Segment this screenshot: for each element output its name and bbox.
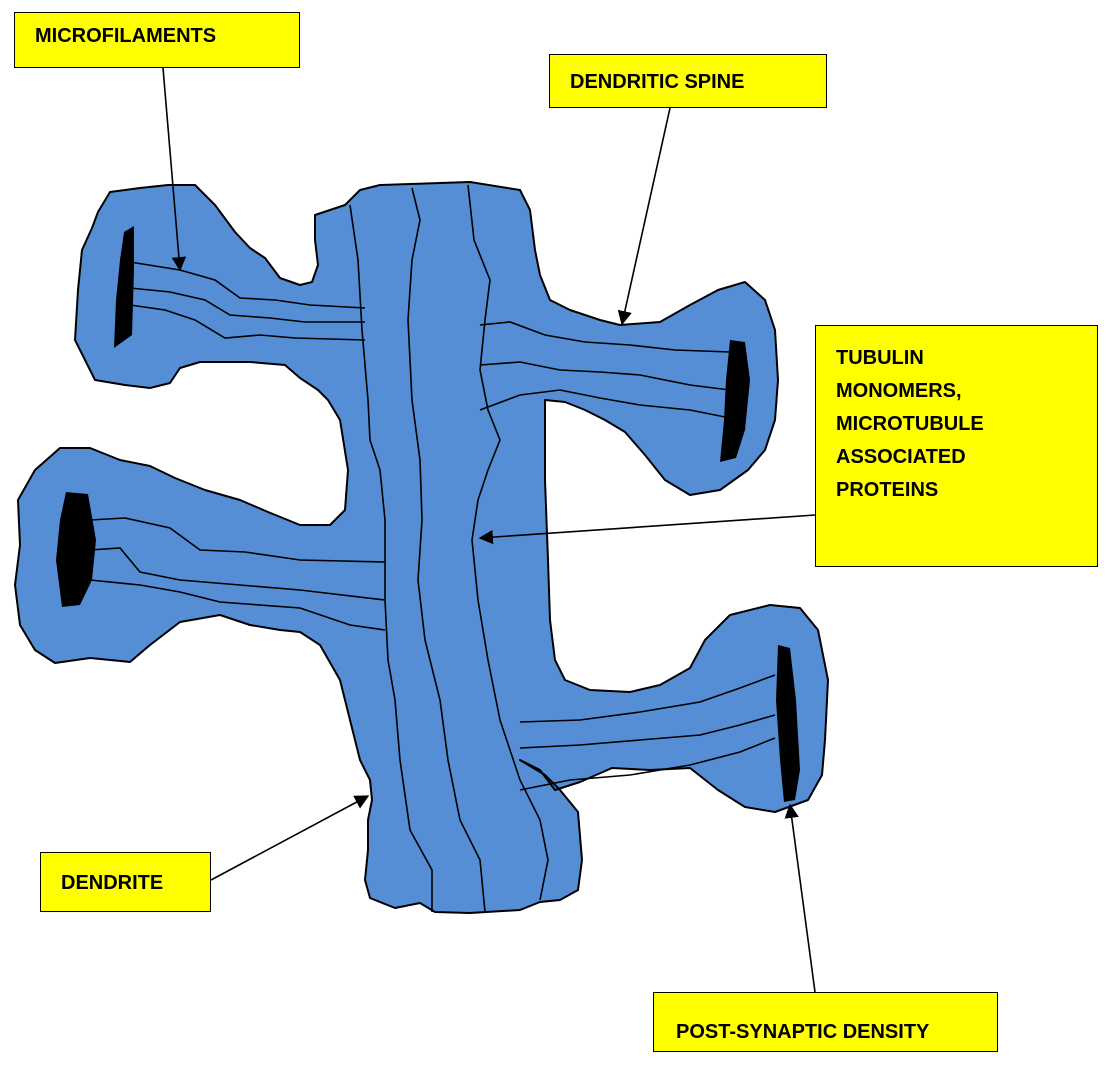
arrow-post-synaptic-density [790,805,815,992]
microfilaments-text: MICROFILAMENTS [35,25,216,47]
tubulin-label: TUBULIN MONOMERS, MICROTUBULE ASSOCIATED… [815,325,1098,567]
dendritic-spine-label: DENDRITIC SPINE [549,54,827,108]
dendrite-text: DENDRITE [61,872,163,894]
microfilaments-label: MICROFILAMENTS [14,12,300,68]
tubulin-text-line: MONOMERS, [836,375,1081,408]
arrow-dendrite [211,796,368,880]
tubulin-text-line: TUBULIN [836,342,1081,375]
tubulin-text-line: PROTEINS [836,474,1081,507]
tubulin-text-line: MICROTUBULE [836,408,1081,441]
dendrite-body [15,182,828,913]
arrow-dendritic-spine [622,108,670,324]
dendritic-spine-text: DENDRITIC SPINE [570,71,744,93]
post-synaptic-density-label: POST-SYNAPTIC DENSITY [653,992,998,1052]
post-synaptic-density-text: POST-SYNAPTIC DENSITY [676,1021,929,1043]
tubulin-text-line: ASSOCIATED [836,441,1081,474]
dendrite-label: DENDRITE [40,852,211,912]
